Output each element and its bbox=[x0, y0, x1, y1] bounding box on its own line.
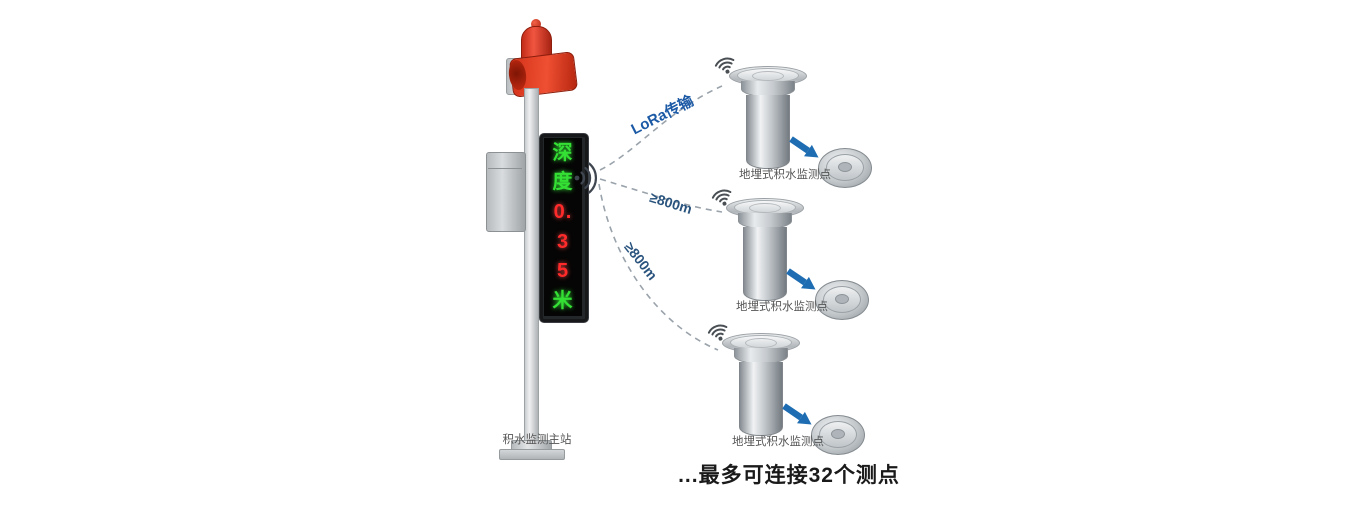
led-char: 0. bbox=[553, 201, 573, 224]
wifi-icon bbox=[714, 57, 735, 74]
control-box-seam bbox=[488, 168, 522, 169]
sensor-unit: 地埋式积水监测点 bbox=[697, 184, 877, 320]
cylinder-flange-ring bbox=[749, 203, 781, 213]
cylinder-body bbox=[739, 362, 783, 436]
alarm-beacon-knob bbox=[531, 19, 541, 29]
wifi-icon bbox=[707, 324, 728, 341]
led-char: 3 bbox=[556, 230, 570, 253]
wifi-dot bbox=[725, 69, 730, 74]
sensor-label: 地埋式积水监测点 bbox=[736, 301, 828, 313]
wifi-arc-1 bbox=[715, 332, 724, 338]
led-char: 深 bbox=[552, 141, 574, 164]
arrow-head bbox=[797, 411, 812, 425]
link-label-lora: LoRa传输 bbox=[628, 92, 697, 139]
sensor-unit: 地埋式积水监测点 bbox=[693, 319, 873, 455]
cylinder-body bbox=[746, 95, 790, 169]
wifi-dot bbox=[718, 336, 723, 341]
ground-disc-center bbox=[835, 294, 849, 304]
signal-arc-1 bbox=[580, 171, 586, 185]
wifi-dot bbox=[722, 201, 727, 206]
ground-disc-center bbox=[831, 429, 845, 439]
wifi-arc-3 bbox=[714, 57, 735, 67]
wifi-arc-2 bbox=[711, 328, 726, 336]
signal-arc-3 bbox=[588, 162, 598, 194]
blue-arrow-icon bbox=[786, 268, 816, 290]
sensor-label: 地埋式积水监测点 bbox=[739, 169, 831, 181]
signal-emitter-icon bbox=[574, 162, 598, 194]
wifi-arc-1 bbox=[719, 197, 728, 203]
sensor-unit: 地埋式积水监测点 bbox=[700, 52, 880, 188]
ground-disc-center bbox=[838, 162, 852, 172]
wifi-icon bbox=[711, 189, 732, 206]
wifi-arc-2 bbox=[715, 193, 730, 201]
link-label-distance-1: ≥800m bbox=[647, 188, 695, 218]
link-label-distance-2: ≥800m bbox=[621, 238, 661, 284]
cylinder-flange-ring bbox=[745, 338, 777, 348]
wifi-arc-3 bbox=[707, 324, 728, 334]
wifi-arc-1 bbox=[722, 65, 731, 71]
signal-arc-2 bbox=[584, 166, 592, 190]
wifi-arc-2 bbox=[718, 61, 733, 69]
caption: ...最多可连接32个测点 bbox=[678, 464, 900, 487]
control-box bbox=[486, 152, 526, 232]
cylinder-body bbox=[743, 227, 787, 301]
cylinder-flange-ring bbox=[752, 71, 784, 81]
signal-dot bbox=[574, 175, 580, 181]
wifi-arc-3 bbox=[711, 189, 732, 199]
arrow-head bbox=[801, 276, 816, 290]
station-label: 积水监测主站 bbox=[502, 434, 572, 446]
station-pole bbox=[524, 88, 539, 448]
led-char: 米 bbox=[552, 290, 574, 313]
blue-arrow-icon bbox=[789, 136, 819, 158]
blue-arrow-icon bbox=[782, 403, 812, 425]
led-char: 度 bbox=[552, 171, 574, 194]
led-char: 5 bbox=[556, 260, 570, 283]
led-display-screen: 深 度 0. 3 5 米 bbox=[544, 138, 582, 316]
sensor-label: 地埋式积水监测点 bbox=[732, 436, 824, 448]
station-base-plate bbox=[499, 449, 565, 460]
arrow-shaft bbox=[782, 403, 803, 421]
arrow-shaft bbox=[786, 268, 807, 286]
arrow-shaft bbox=[789, 136, 810, 154]
arrow-head bbox=[804, 144, 819, 158]
